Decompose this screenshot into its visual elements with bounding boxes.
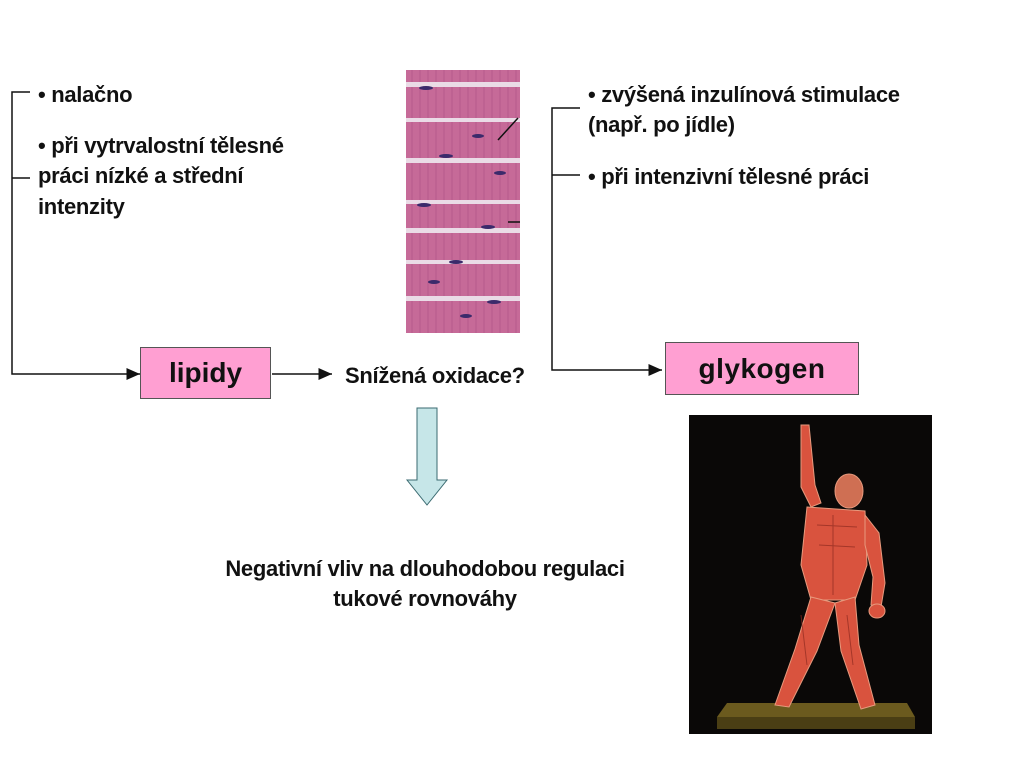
down-arrow — [405, 407, 449, 506]
right-condition-1: • zvýšená inzulínová stimulace (např. po… — [588, 82, 900, 138]
anatomy-figure-image — [689, 415, 932, 734]
left-bracket-line — [11, 91, 140, 380]
lipidy-box: lipidy — [140, 347, 271, 399]
left-condition-1: • nalačno — [38, 82, 133, 107]
right-condition-2: • při intenzivní tělesné práci — [588, 164, 870, 189]
middle-question: Snížená oxidace? — [345, 363, 525, 388]
glykogen-box: glykogen — [665, 342, 859, 395]
conclusion-text: Negativní vliv na dlouhodobou regulaci t… — [225, 556, 625, 612]
left-condition-2: • při vytrvalostní tělesné práci nízké a… — [38, 133, 284, 219]
muscle-tissue-image — [406, 70, 520, 333]
right-bracket-line — [551, 107, 662, 376]
